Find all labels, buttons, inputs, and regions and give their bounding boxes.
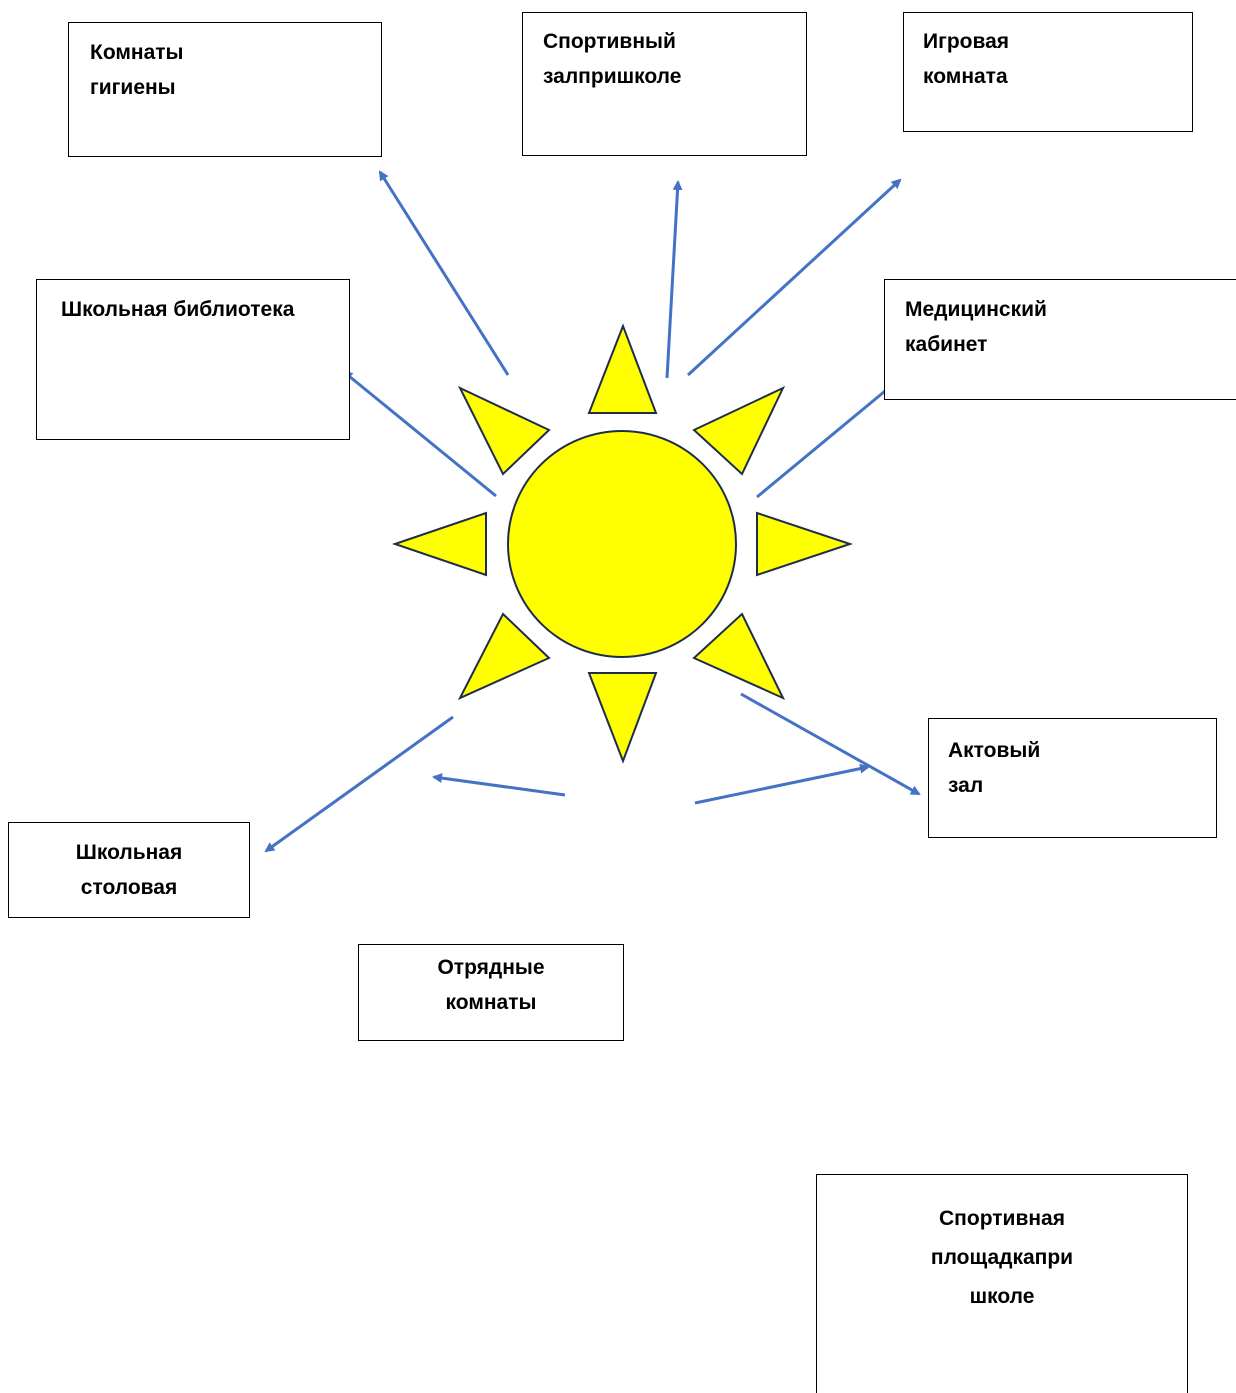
sun-ray-right <box>756 511 854 577</box>
box-school-canteen-label: Школьная столовая <box>75 841 183 899</box>
sun-ray-left <box>391 511 487 577</box>
box-sports-ground: Спортивная площадкапри школе <box>816 1174 1188 1393</box>
arrow-to-squad <box>432 773 566 797</box>
sun-ray-bottom <box>587 672 658 764</box>
connector-arrows <box>264 170 921 853</box>
box-school-gym-label: Спортивный залпришколе <box>543 30 682 88</box>
box-assembly-hall: Актовый зал <box>928 718 1217 838</box>
sun-ray-top <box>587 323 658 414</box>
box-assembly-hall-label: Актовый зал <box>948 739 1041 797</box>
box-school-canteen: Школьная столовая <box>8 822 250 918</box>
arrow-to-library <box>342 370 497 498</box>
box-medical-office-label: Медицинский кабинет <box>905 298 1047 356</box>
arrow-to-playroom <box>686 178 902 377</box>
arrow-to-medical <box>756 380 898 499</box>
box-hygiene-rooms: Комнаты гигиены <box>68 22 382 157</box>
arrow-to-sportsground <box>694 763 870 805</box>
sun-ray-top-left <box>457 385 551 476</box>
box-squad-rooms-label: Отрядные комнаты <box>437 956 545 1014</box>
sun-ray-bottom-left <box>457 612 551 701</box>
sun-ray-bottom-right <box>692 612 786 701</box>
box-school-library: Школьная библиотека <box>36 279 350 440</box>
arrow-to-canteen <box>264 715 454 853</box>
box-hygiene-rooms-label: Комнаты гигиены <box>90 41 184 99</box>
arrow-to-hall <box>740 692 921 796</box>
box-school-library-label: Школьная библиотека <box>61 298 295 321</box>
sun <box>391 323 854 764</box>
arrow-to-gym <box>665 180 683 379</box>
arrow-to-hygiene <box>378 170 510 376</box>
box-medical-office: Медицинский кабинет <box>884 279 1236 400</box>
box-squad-rooms: Отрядные комнаты <box>358 944 624 1041</box>
box-sports-ground-label: Спортивная площадкапри школе <box>930 1207 1074 1308</box>
box-playroom-label: Игровая комната <box>923 30 1010 88</box>
sun-ray-top-right <box>692 385 786 476</box>
box-playroom: Игровая комната <box>903 12 1193 132</box>
sun-core <box>507 430 737 658</box>
box-school-gym: Спортивный залпришколе <box>522 12 807 156</box>
